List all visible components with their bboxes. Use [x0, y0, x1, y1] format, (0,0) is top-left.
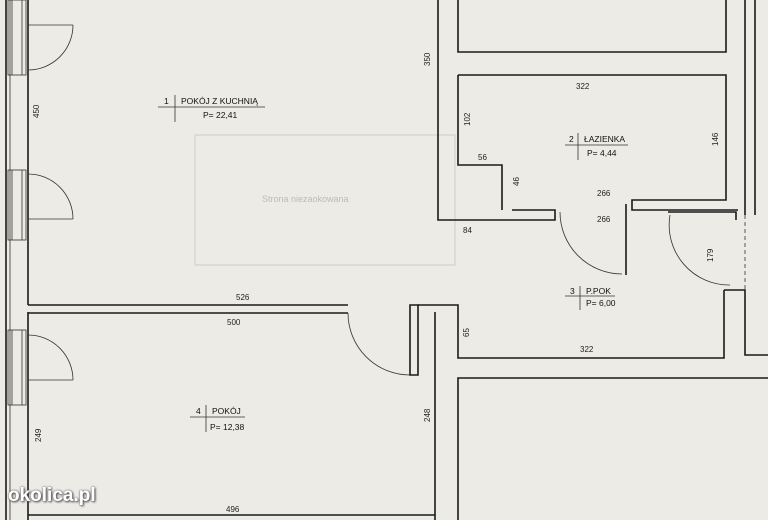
room-label-1: 1 POKÓJ Z KUCHNIĄ P= 22,41: [158, 95, 265, 122]
dim-179: 179: [706, 248, 715, 262]
bathroom-left-step: [457, 75, 503, 210]
upper-right-room-outline: [457, 0, 727, 53]
room-3-number: 3: [570, 286, 575, 296]
dim-266-b: 266: [597, 215, 611, 224]
window-middle: [7, 169, 74, 241]
faint-stamp: Strona niezaokowana: [194, 134, 456, 266]
dim-146: 146: [711, 132, 720, 146]
hall-entry-door-frame: [668, 211, 737, 220]
window-bottom: [7, 329, 74, 406]
room-3-area: P= 6,00: [586, 298, 616, 308]
bathroom-door-swing: [559, 211, 623, 275]
room4-door-jamb: [409, 304, 419, 376]
room-4-number: 4: [196, 406, 201, 416]
dim-249: 249: [34, 428, 43, 442]
room-3-name: P.POK: [586, 286, 611, 296]
dim-322-bottom: 322: [580, 345, 594, 354]
dim-450: 450: [32, 104, 41, 118]
dim-322-top: 322: [576, 82, 590, 91]
room-1-number: 1: [164, 96, 169, 106]
dim-500: 500: [227, 318, 241, 327]
room-4-name: POKÓJ: [212, 406, 241, 416]
dim-526: 526: [236, 293, 250, 302]
dim-496: 496: [226, 505, 240, 514]
window-top: [7, 0, 74, 76]
dim-84: 84: [463, 226, 472, 235]
dim-248: 248: [423, 408, 432, 422]
room-2-number: 2: [569, 134, 574, 144]
room-4-area: P= 12,38: [210, 422, 245, 432]
room-1-name: POKÓJ Z KUCHNIĄ: [181, 96, 258, 106]
hall-bottom-wall: [418, 290, 725, 359]
left-exterior-wall: [5, 0, 29, 520]
bathroom-outline: [458, 74, 738, 211]
room-label-4: 4 POKÓJ P= 12,38: [190, 405, 245, 432]
dim-65: 65: [462, 328, 471, 337]
watermark: okolica.pl: [8, 485, 96, 506]
dim-350: 350: [423, 52, 432, 66]
entry-door-swing: [668, 214, 731, 286]
dim-266-a: 266: [597, 189, 611, 198]
dim-102: 102: [463, 112, 472, 126]
room-1-area: P= 22,41: [203, 110, 238, 120]
dim-46: 46: [512, 177, 521, 186]
room-2-name: ŁAZIENKA: [584, 134, 625, 144]
central-wall: [437, 0, 556, 221]
room-label-2: 2 ŁAZIENKA P= 4,44: [565, 133, 628, 160]
room4-door-swing: [347, 312, 411, 376]
hall-right-wall: [724, 289, 768, 356]
dim-56: 56: [478, 153, 487, 162]
faint-stamp-text: Strona niezaokowana: [262, 194, 349, 204]
room-2-area: P= 4,44: [587, 148, 617, 158]
lower-right-room-outline: [457, 377, 768, 520]
room-label-3: 3 P.POK P= 6,00: [565, 286, 616, 310]
